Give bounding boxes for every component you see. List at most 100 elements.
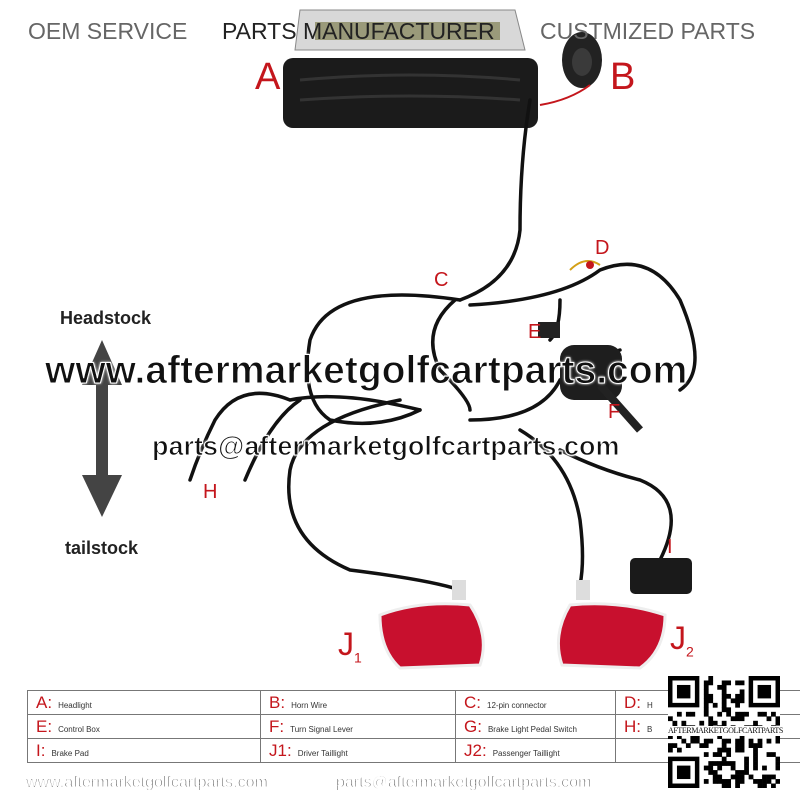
qr-module — [708, 698, 714, 704]
qr-module — [721, 680, 727, 686]
qr-module — [757, 711, 763, 717]
headstock-label: Headstock — [60, 308, 152, 328]
qr-module — [708, 716, 714, 722]
qr-module — [721, 743, 727, 748]
qr-module — [735, 779, 740, 784]
qr-module — [712, 779, 718, 784]
qr-finder — [757, 684, 772, 699]
qr-module — [730, 716, 736, 722]
qr-module — [726, 738, 732, 744]
qr-module — [703, 707, 709, 713]
qr-module — [694, 734, 700, 740]
qr-module — [739, 711, 745, 717]
qr-module — [717, 711, 723, 717]
qr-module — [703, 693, 709, 699]
header-customized-parts: CUSTMIZED PARTS — [540, 18, 756, 44]
direction-arrow-icon — [82, 340, 122, 517]
horn — [539, 32, 602, 106]
qr-module — [721, 783, 727, 789]
qr-module — [735, 680, 740, 686]
qr-module — [726, 711, 732, 717]
qr-module — [775, 765, 781, 771]
qr-module — [717, 752, 723, 757]
qr-module — [721, 761, 727, 766]
qr-module — [726, 752, 732, 757]
qr-module — [681, 738, 687, 744]
qr-module — [708, 761, 714, 766]
qr-module — [717, 734, 723, 740]
qr-module — [739, 680, 745, 686]
qr-module — [757, 743, 763, 748]
qr-module — [699, 720, 705, 726]
qr-module — [748, 738, 754, 744]
qr-module — [712, 761, 718, 766]
qr-module — [739, 693, 745, 699]
qr-module — [735, 747, 740, 753]
qr-module — [762, 779, 767, 784]
qr-module — [721, 720, 727, 726]
qr-module — [730, 698, 736, 704]
qr-module — [744, 765, 749, 771]
qr-module — [708, 693, 714, 699]
qr-module — [775, 734, 781, 740]
qr-module — [703, 698, 709, 704]
qr-module — [739, 698, 745, 704]
label-h: H — [203, 481, 218, 503]
qr-module — [676, 747, 682, 753]
label-d: D — [595, 237, 610, 259]
qr-module — [735, 743, 740, 748]
qr-module — [726, 707, 732, 713]
qr-module — [739, 689, 745, 695]
qr-module — [721, 707, 727, 713]
qr-module — [739, 716, 745, 722]
qr-module — [717, 779, 723, 784]
qr-module — [712, 774, 718, 780]
qr-module — [708, 676, 714, 681]
qr-module — [712, 770, 718, 775]
qr-module — [721, 693, 727, 699]
qr-module — [735, 774, 740, 780]
qr-module — [681, 720, 687, 726]
qr-module — [703, 689, 709, 695]
qr-module — [744, 711, 749, 717]
qr-module — [708, 720, 714, 726]
qr-module — [735, 783, 740, 789]
qr-module — [730, 761, 736, 766]
qr-module — [726, 693, 732, 699]
qr-module — [726, 783, 732, 789]
qr-module — [762, 711, 767, 717]
qr-module — [703, 702, 709, 708]
email-watermark: parts@aftermarketgolfcartparts.com — [151, 431, 620, 461]
qr-module — [703, 684, 709, 690]
qr-module — [699, 743, 705, 748]
qr-module — [730, 765, 736, 771]
qr-module — [735, 698, 740, 704]
label-f: F — [608, 401, 621, 423]
qr-module — [753, 743, 758, 748]
label-i: I — [667, 536, 673, 558]
qr-module — [690, 734, 696, 740]
label-e: E — [528, 321, 542, 343]
qr-module — [762, 765, 767, 771]
qr-module — [744, 770, 749, 775]
qr-module — [703, 779, 709, 784]
qr-module — [717, 761, 723, 766]
qr-module — [762, 783, 767, 789]
qr-module — [739, 779, 745, 784]
qr-code: AFTERMARKETGOLFCARTPARTS — [668, 676, 783, 789]
qr-module — [735, 711, 740, 717]
qr-module — [708, 770, 714, 775]
qr-module — [668, 743, 673, 748]
qr-module — [766, 779, 772, 784]
qr-module — [708, 680, 714, 686]
qr-module — [771, 752, 776, 757]
qr-finder — [676, 684, 691, 699]
qr-module — [744, 756, 749, 762]
qr-module — [771, 711, 776, 717]
driver-taillight — [378, 580, 485, 670]
qr-module — [753, 779, 758, 784]
qr-module — [668, 747, 673, 753]
qr-module — [748, 774, 754, 780]
label-a: A — [255, 56, 281, 98]
qr-module — [762, 774, 767, 780]
